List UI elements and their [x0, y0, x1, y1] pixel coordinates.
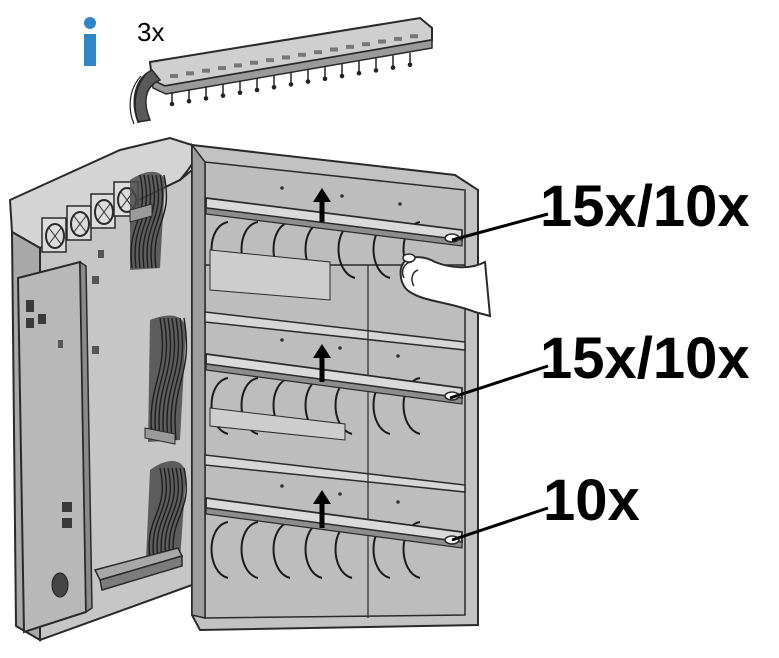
- door-cable: [154, 174, 168, 269]
- mounting-hole: [280, 484, 284, 488]
- lift-arrows: [313, 188, 331, 528]
- cable-loop: [210, 521, 229, 579]
- door-cable: [130, 174, 144, 269]
- mounting-hole: [396, 500, 400, 504]
- cable-end-tip: [203, 96, 209, 101]
- mounting-hole: [280, 186, 284, 190]
- cable-loop: [240, 377, 259, 435]
- door-cable: [146, 174, 160, 269]
- rail-slot: [202, 68, 210, 73]
- cable-end-tip: [305, 79, 311, 84]
- cable-end-tip: [339, 73, 345, 79]
- middle-rail-quantity: 15x/10x: [540, 326, 750, 391]
- door-cable: [154, 317, 168, 441]
- rail-slot: [394, 36, 402, 41]
- cable-end-tip: [390, 65, 396, 70]
- door-cable: [168, 467, 183, 561]
- up-arrow-head: [313, 344, 331, 358]
- cable-loop: [402, 521, 421, 579]
- door-cable: [170, 317, 184, 441]
- door-cable: [150, 317, 164, 441]
- fan-icon: [70, 211, 90, 237]
- cable-end-tip: [237, 90, 243, 96]
- fan-blade: [73, 215, 87, 233]
- door-cable: [172, 467, 187, 561]
- door-cable: [162, 317, 176, 441]
- door-cable: [152, 467, 167, 561]
- cable-end-tip: [169, 101, 175, 107]
- info-count-label: 3x: [137, 17, 165, 47]
- cable-end-tip: [322, 76, 328, 82]
- mounting-hole: [340, 194, 344, 198]
- cable-end-tip: [373, 68, 379, 73]
- top-rail-quantity: 15x/10x: [540, 174, 750, 239]
- info-icon: [84, 17, 96, 66]
- up-arrow-head: [313, 490, 331, 504]
- rail-slot: [170, 74, 178, 78]
- rail-slot: [282, 55, 290, 60]
- door-cable: [164, 467, 179, 561]
- rail-slot: [330, 47, 338, 52]
- bottom-rail-quantity: 10x: [543, 468, 640, 533]
- cable-end-tip: [356, 70, 362, 76]
- compartment-panel: [209, 407, 346, 441]
- cable-end-tip: [254, 87, 260, 93]
- rail-slot: [266, 58, 274, 63]
- door-cable: [156, 467, 171, 561]
- rail-edge: [205, 507, 463, 549]
- fan-icon: [94, 199, 114, 225]
- cable-end-tip: [288, 82, 294, 87]
- callout-leaders: [449, 212, 549, 542]
- rail-slot: [250, 60, 258, 65]
- door-cable: [166, 317, 180, 441]
- rail-slot: [234, 63, 242, 68]
- mounting-hole: [398, 202, 402, 206]
- rails: [205, 196, 463, 549]
- mounting-hole: [396, 354, 400, 358]
- cable-loop: [210, 377, 229, 435]
- door-cable: [158, 317, 172, 441]
- cable-end-tip: [271, 84, 277, 90]
- cable-end-tip: [407, 62, 413, 68]
- door-cable: [160, 467, 175, 561]
- rail-slot: [218, 66, 226, 71]
- fan-blade: [48, 227, 62, 245]
- up-arrow-head: [313, 188, 331, 202]
- door-cable: [174, 317, 188, 441]
- rail-slot: [298, 52, 306, 57]
- rail-edge: [205, 363, 463, 405]
- mounting-hole: [338, 346, 342, 350]
- cable-loop: [402, 377, 421, 435]
- fan-icon: [45, 223, 65, 249]
- door-cable: [142, 174, 156, 269]
- spare-rail-component: [129, 16, 433, 125]
- cable-end-tip: [186, 98, 192, 104]
- door-cable: [150, 174, 164, 269]
- mounting-hole: [338, 492, 342, 496]
- rail-slot: [346, 44, 354, 49]
- door-cable: [138, 174, 152, 269]
- door-cable: [148, 467, 163, 561]
- fan-blade: [97, 203, 111, 221]
- rail-slot: [362, 42, 370, 47]
- rail-slot: [410, 34, 418, 39]
- mounting-hole: [280, 338, 284, 342]
- rail-edge: [205, 207, 463, 247]
- hand: [399, 253, 492, 318]
- rail-slot: [186, 71, 194, 76]
- door-cable: [134, 174, 148, 269]
- cable-end-tip: [220, 93, 226, 98]
- cabinet-door: [8, 136, 197, 642]
- rail-slot: [314, 50, 322, 55]
- rail-slot: [378, 39, 386, 44]
- compartment-panel: [209, 249, 331, 301]
- cable-loop: [240, 521, 259, 579]
